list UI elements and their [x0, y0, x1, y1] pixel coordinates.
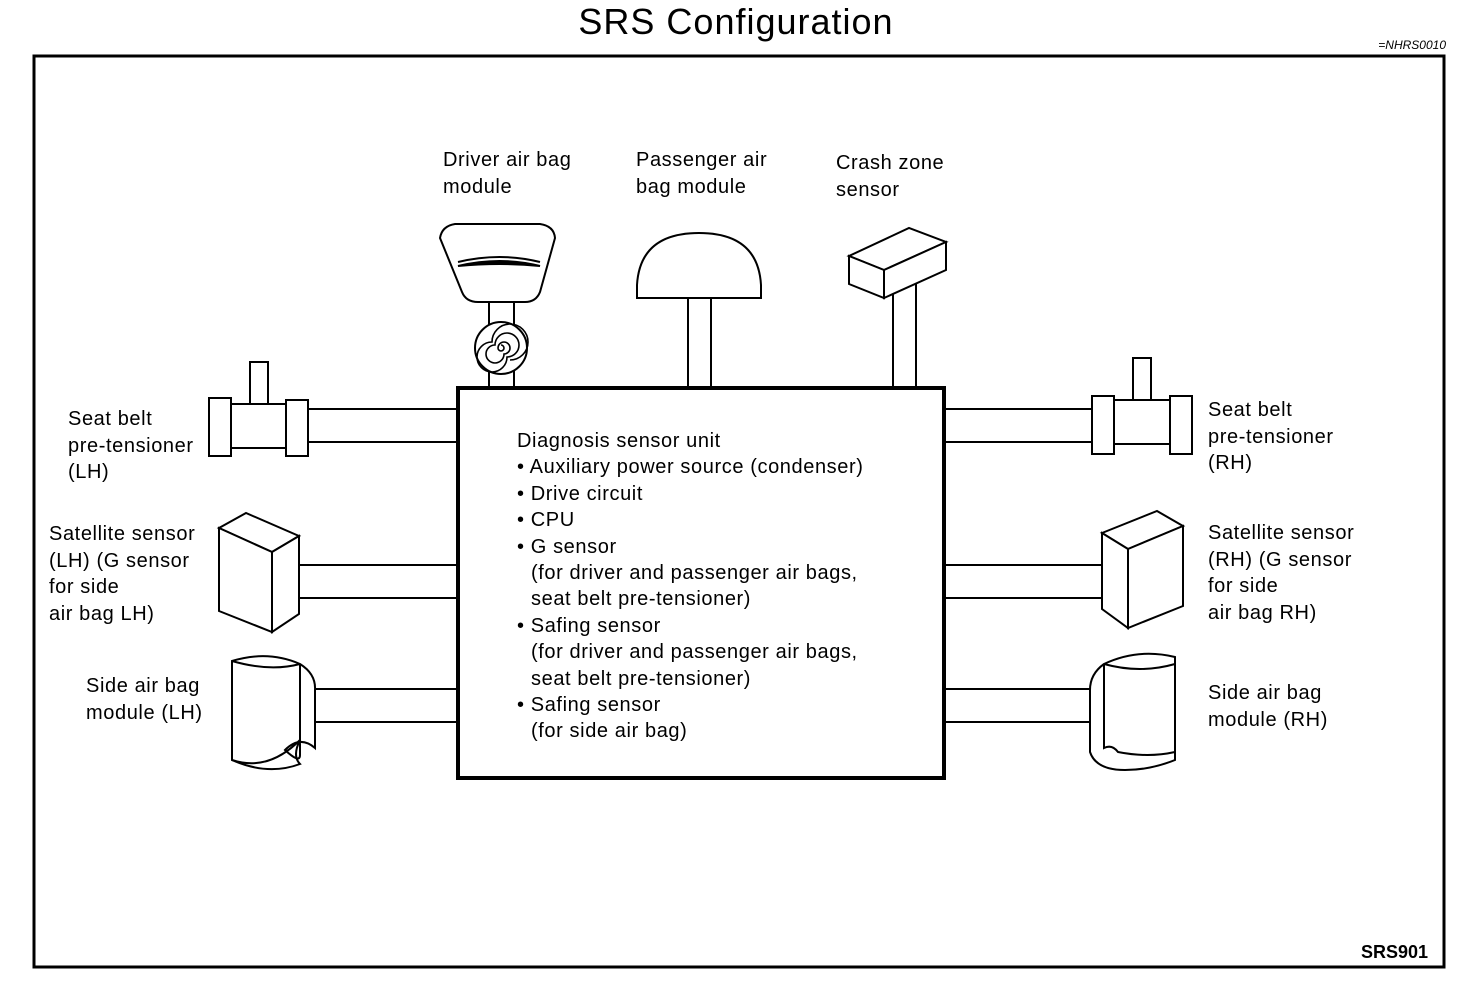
label-crash-zone-sensor: Crash zone sensor	[836, 152, 945, 201]
label-seatbelt-lh: Seat belt pre-tensioner (LH)	[68, 408, 194, 483]
label-satellite-rh: Satellite sensor (RH) (G sensor for side…	[1208, 522, 1355, 624]
label-driver-airbag: Driver air bag module	[443, 149, 572, 198]
unit-line: • Auxiliary power source (condenser)	[517, 456, 864, 479]
crash-zone-sensor-icon	[846, 226, 949, 388]
seatbelt-pretensioner-rh-icon	[944, 357, 1193, 455]
label-seatbelt-rh: Seat belt pre-tensioner (RH)	[1208, 399, 1334, 474]
seatbelt-pretensioner-lh-icon	[208, 361, 458, 457]
unit-line: • Drive circuit	[517, 482, 644, 505]
diagnosis-sensor-unit-box	[456, 386, 946, 780]
unit-heading: Diagnosis sensor unit	[517, 430, 721, 452]
passenger-airbag-icon	[636, 231, 762, 388]
label-passenger-airbag: Passenger air bag module	[636, 149, 768, 198]
unit-line: • Safing sensor	[517, 614, 661, 637]
diagnosis-sensor-unit-text: Diagnosis sensor unit • Auxiliary power …	[517, 428, 864, 745]
label-side-airbag-rh: Side air bag module (RH)	[1208, 682, 1328, 731]
unit-line: • Safing sensor	[517, 694, 661, 717]
diagram-frame	[32, 54, 1446, 969]
driver-airbag-icon	[438, 223, 557, 388]
side-airbag-rh-icon	[944, 652, 1176, 772]
unit-line: • G sensor	[517, 535, 617, 558]
unit-line: • CPU	[517, 509, 575, 532]
figure-code: SRS901	[1361, 942, 1429, 962]
unit-line: seat belt pre-tensioner)	[531, 588, 752, 611]
side-airbag-lh-icon	[231, 655, 458, 771]
unit-line: (for driver and passenger air bags,	[531, 641, 858, 664]
reference-code: =NHRS0010	[1378, 38, 1446, 52]
label-side-airbag-lh: Side air bag module (LH)	[86, 675, 203, 724]
satellite-sensor-rh-icon	[944, 509, 1186, 630]
label-satellite-lh: Satellite sensor (LH) (G sensor for side…	[49, 523, 196, 625]
page-title: SRS Configuration	[578, 1, 894, 42]
unit-line: (for driver and passenger air bags,	[531, 562, 858, 585]
unit-line: seat belt pre-tensioner)	[531, 667, 752, 690]
unit-line: (for side air bag)	[531, 720, 688, 743]
satellite-sensor-lh-icon	[216, 511, 458, 634]
